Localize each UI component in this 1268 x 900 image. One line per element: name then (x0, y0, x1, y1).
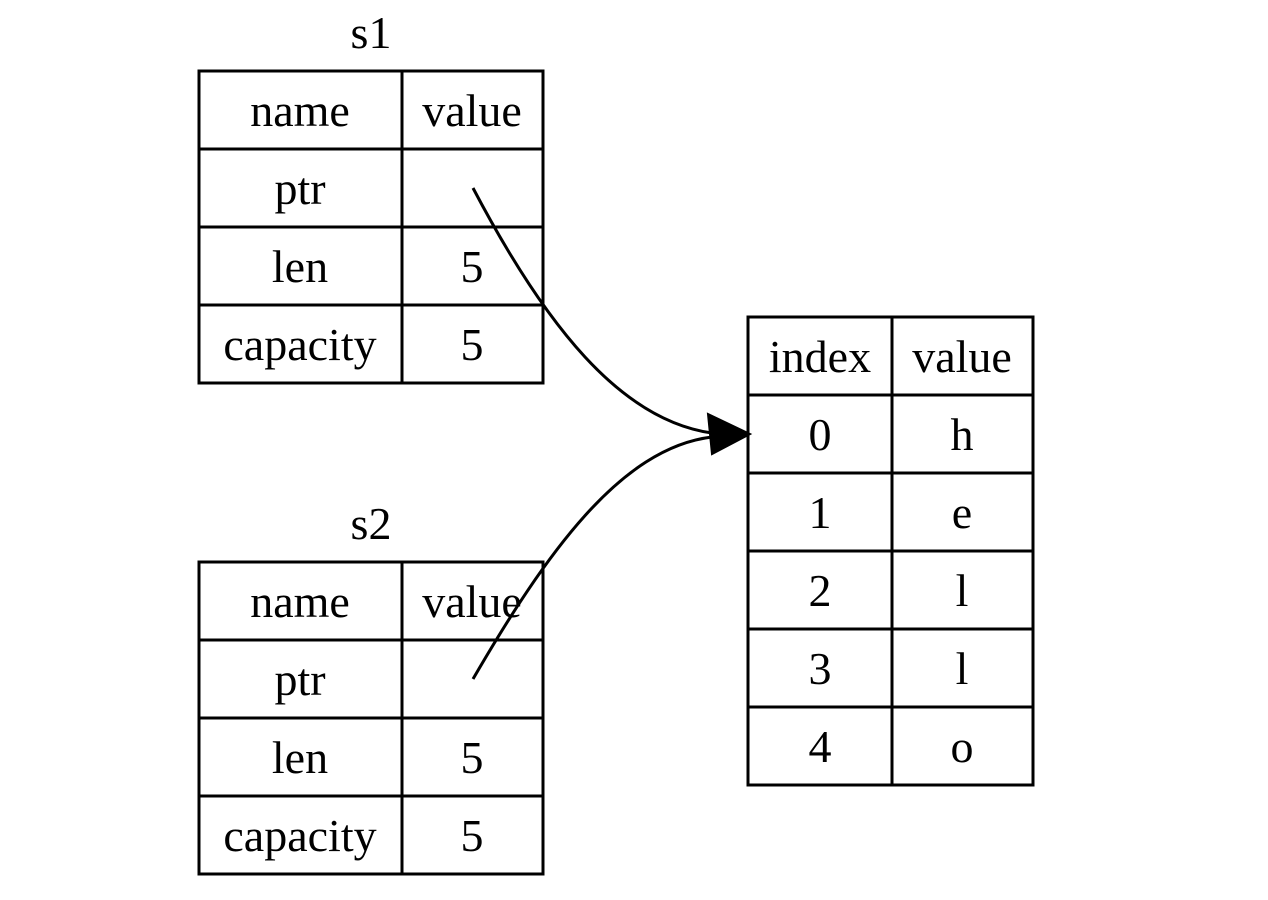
s1-cell-capacity-name: capacity (223, 319, 376, 370)
heap-cell-value: h (951, 409, 974, 460)
heap-cell-index: 2 (809, 565, 832, 616)
heap-cell-index: 0 (809, 409, 832, 460)
s1-cell-len-value: 5 (461, 241, 484, 292)
heap-cell-value: l (956, 565, 969, 616)
s1-cell-ptr-name: ptr (274, 163, 325, 214)
heap-cell-index: 4 (809, 721, 832, 772)
s2-title: s2 (351, 498, 392, 549)
s1-header-name: name (250, 85, 350, 136)
s2-cell-len-name: len (272, 732, 328, 783)
s2-table: s2 name value ptr len 5 capacity 5 (197, 498, 545, 876)
heap-header-value: value (912, 331, 1012, 382)
s1-ptr-arrow (471, 187, 713, 435)
s1-table: s1 name value ptr len 5 capacity 5 (197, 7, 545, 385)
heap-table: index value 0 h 1 e 2 l 3 l 4 o (746, 315, 1035, 787)
s1-header-value: value (422, 85, 522, 136)
s2-cell-ptr-name: ptr (274, 654, 325, 705)
s2-cell-len-value: 5 (461, 732, 484, 783)
s2-header-name: name (250, 576, 350, 627)
s1-title: s1 (351, 7, 392, 58)
s2-ptr-arrow (471, 435, 713, 680)
heap-cell-value: o (951, 721, 974, 772)
pointer-arrows (471, 187, 753, 680)
s2-header-value: value (422, 576, 522, 627)
s1-cell-capacity-value: 5 (461, 319, 484, 370)
s2-cell-capacity-value: 5 (461, 810, 484, 861)
heap-cell-value: e (952, 487, 972, 538)
heap-cell-index: 1 (809, 487, 832, 538)
heap-cell-value: l (956, 643, 969, 694)
s1-cell-len-name: len (272, 241, 328, 292)
heap-header-index: index (769, 331, 871, 382)
heap-cell-index: 3 (809, 643, 832, 694)
s2-cell-capacity-name: capacity (223, 810, 376, 861)
arrowhead-icon (706, 412, 753, 456)
